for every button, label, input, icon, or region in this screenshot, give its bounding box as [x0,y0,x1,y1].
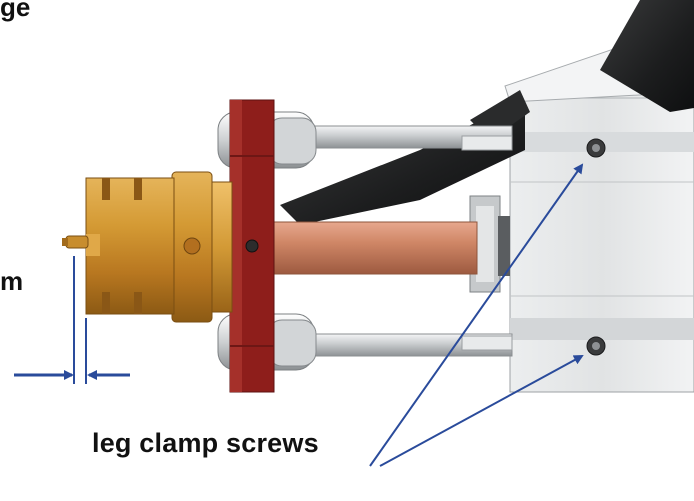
leader-upper-screw [369,163,584,467]
leg-clamp-screws-label: leg clamp screws [92,428,319,458]
mounting-plate [229,99,275,393]
plate-screw [245,239,259,253]
brass-nozzle [62,171,233,323]
upper-clamp-screw [586,138,606,158]
lower-clamp-screw [586,336,606,356]
dimension-indicator [14,256,130,384]
top-label-fragment: ge [0,0,31,22]
upper-rod [289,125,513,151]
copper-tube [271,221,478,275]
mid-label-fragment: m [0,266,24,296]
leader-lower-screw [379,355,584,467]
callout-leaders [369,163,584,467]
lower-rod [289,333,513,357]
